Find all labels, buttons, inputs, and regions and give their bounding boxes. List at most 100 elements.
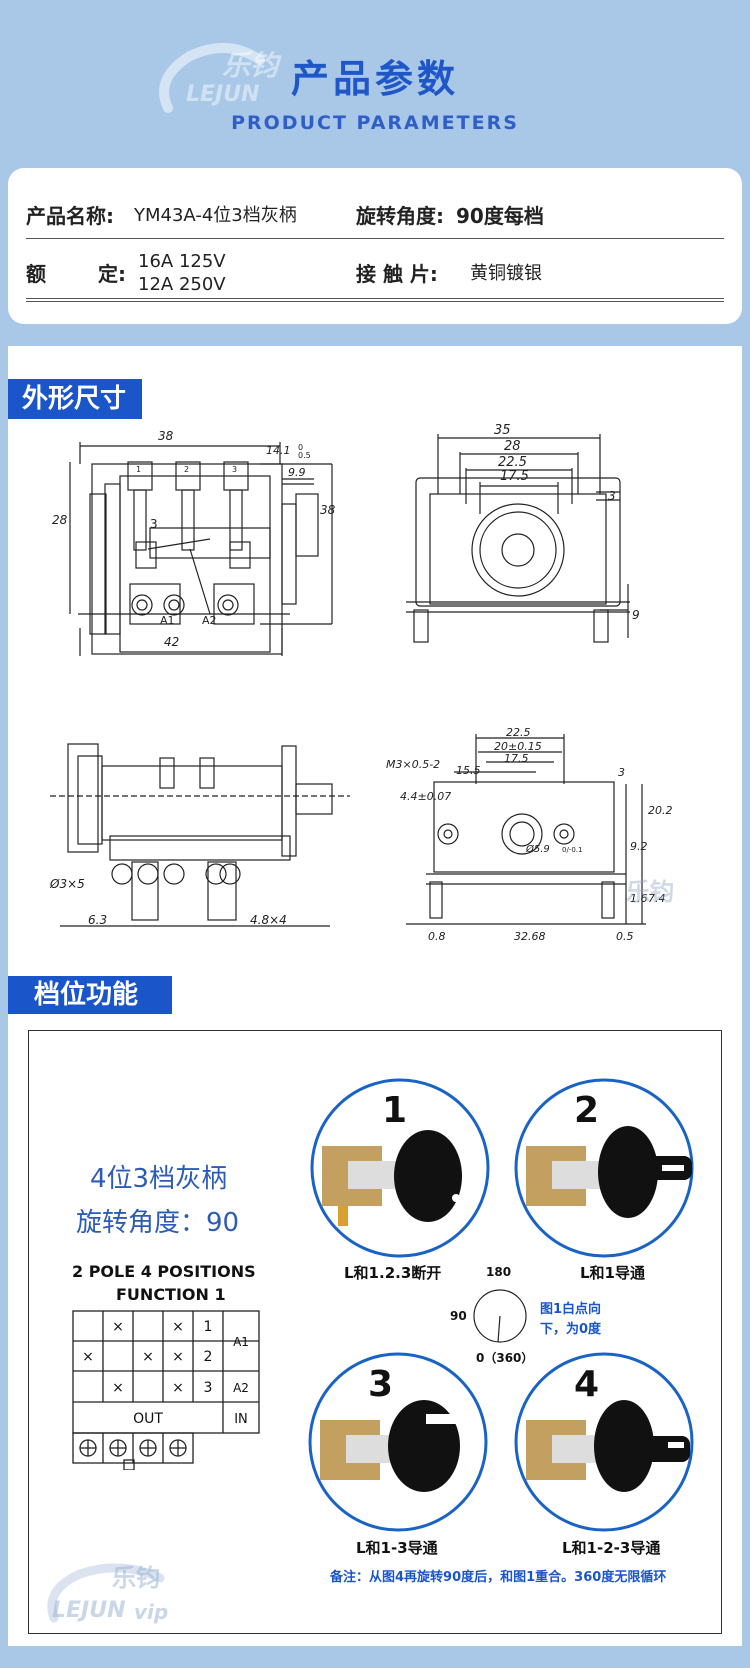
- side-label-a1: A1: [233, 1335, 249, 1349]
- x-mark: ×: [172, 1319, 184, 1335]
- x-mark: ×: [172, 1380, 184, 1396]
- divider: [26, 238, 724, 239]
- watermark-logo: [40, 1560, 180, 1630]
- position-image-1: 1: [310, 1078, 490, 1258]
- rating-value-2: 12A 250V: [138, 274, 226, 295]
- rating-value-1: 16A 125V: [138, 251, 226, 272]
- row-label: 1: [204, 1319, 213, 1335]
- watermark-en: LEJUN: [52, 1598, 126, 1623]
- dim-h3: 3: [608, 489, 616, 503]
- name-value: YM43A-4位3档灰柄: [134, 205, 297, 226]
- dim-bottom: 42: [164, 635, 179, 649]
- dim-b08: 0.8: [428, 930, 446, 943]
- footnote: 备注：从图4再旋转90度后，和图1重合。360度无限循环: [330, 1570, 667, 1585]
- watermark-en: LEJUN: [186, 82, 260, 107]
- section-header-function: 档位功能: [8, 976, 172, 1014]
- drawing-front-view: 38 28 38 A1 A2 42 14.1 0 0.5 9.9 3 1 2 3: [52, 429, 336, 656]
- dim-r16: 1.6: [630, 892, 648, 905]
- contact-value: 黄铜镀银: [470, 263, 542, 284]
- dim-p63: 6.3: [88, 913, 107, 927]
- dim-hole: Ø3×5: [50, 877, 85, 891]
- function-type: 4位3档灰柄: [90, 1164, 228, 1194]
- dim-w225: 22.5: [498, 455, 527, 470]
- position-number: 3: [368, 1364, 393, 1405]
- watermark-cn: 乐钧: [112, 1564, 160, 1592]
- position-number: 2: [574, 1090, 599, 1131]
- dial-bottom: 0（360）: [476, 1350, 533, 1365]
- drawing-rear-view: 35 28 22.5 17.5 3 9: [406, 424, 640, 643]
- contact-label: 接 触 片:: [356, 262, 438, 286]
- x-mark: ×: [142, 1349, 154, 1365]
- dim-b3268: 32.68: [514, 930, 546, 943]
- position-number: 1: [382, 1090, 407, 1131]
- drawing-side-view: Ø3×5 6.3 4.8×4: [50, 743, 350, 927]
- terminal-1: 1: [136, 465, 141, 474]
- dial-note-2: 下，为0度: [540, 1322, 602, 1337]
- name-label: 产品名称:: [26, 204, 114, 228]
- watermark-logo: [150, 38, 270, 128]
- label-a2: A2: [202, 614, 217, 627]
- side-label-a2: A2: [233, 1381, 249, 1395]
- x-mark: ×: [172, 1349, 184, 1365]
- angle-value: 90度每档: [456, 204, 544, 228]
- divider: [26, 298, 724, 299]
- x-mark: ×: [112, 1380, 124, 1396]
- dim-top: 38: [158, 429, 174, 443]
- dim-w28: 28: [504, 439, 521, 454]
- rating-label-2: 定:: [98, 262, 126, 286]
- row-label: 2: [204, 1349, 213, 1365]
- position-caption: L和1.2.3断开: [344, 1264, 442, 1282]
- dial-left: 90: [450, 1309, 467, 1323]
- dim-h9: 9: [632, 608, 640, 622]
- divider: [26, 301, 724, 302]
- watermark-cn: 乐钧: [222, 49, 279, 82]
- dim-w225: 22.5: [506, 726, 531, 739]
- dial-note-1: 图1白点向: [540, 1302, 602, 1317]
- position-caption: L和1-3导通: [356, 1539, 438, 1557]
- angle-label: 旋转角度:: [356, 204, 444, 228]
- position-number: 4: [574, 1364, 599, 1405]
- out-label: OUT: [133, 1411, 163, 1427]
- dim-right: 38: [320, 503, 336, 517]
- dim-w175: 17.5: [500, 469, 529, 484]
- dim-p48: 4.8×4: [250, 913, 287, 927]
- terminal-3: 3: [232, 465, 237, 474]
- drawing-bottom-view: 22.5 20±0.15 17.5 15.5 M3×0.5-2 4.4±0.07…: [386, 726, 673, 943]
- position-image-4: 4: [514, 1352, 694, 1532]
- dim-h44: 4.4±0.07: [400, 790, 451, 803]
- dim-r202: 20.2: [648, 804, 673, 817]
- table-title-1: 2 POLE 4 POSITIONS: [72, 1262, 256, 1281]
- section-header-dimensions: 外形尺寸: [8, 379, 142, 419]
- rotation-dial: 180 90 0（360）: [450, 1265, 533, 1365]
- dim-w175: 17.5: [504, 752, 529, 765]
- watermark-cn: 乐钧: [626, 878, 674, 906]
- dim-m3: M3×0.5-2: [386, 758, 440, 771]
- in-label: IN: [234, 1412, 248, 1427]
- switching-table: × × × × × × × 1 2 3 A1 A2 OUT IN: [72, 1310, 260, 1470]
- x-mark: ×: [112, 1319, 124, 1335]
- dim-d59-tol: 0/-0.1: [562, 846, 582, 854]
- position-image-2: 2: [514, 1078, 694, 1258]
- dim-r3: 3: [618, 766, 625, 779]
- dim-b05: 0.5: [616, 930, 634, 943]
- dim-r92: 9.2: [630, 840, 648, 853]
- dim-r74: 7.4: [648, 892, 666, 905]
- dial-top: 180: [486, 1265, 511, 1279]
- dim-w20: 20±0.15: [494, 740, 542, 753]
- position-caption: L和1-2-3导通: [562, 1539, 661, 1557]
- dim-shaft-1: 14.1: [266, 444, 291, 457]
- label-a1: A1: [160, 614, 175, 627]
- rating-label-1: 额: [26, 262, 46, 286]
- row-label: 3: [204, 1380, 213, 1396]
- label-pin: 3: [150, 517, 158, 531]
- dim-shaft-1-tol-dn: 0.5: [298, 451, 311, 460]
- dim-w155: 15.5: [456, 764, 481, 777]
- page-title: 产品参数: [290, 57, 459, 101]
- position-caption: L和1导通: [580, 1264, 645, 1282]
- position-image-3: 3: [308, 1352, 488, 1532]
- x-mark: ×: [82, 1349, 94, 1365]
- dim-shaft-2: 9.9: [288, 466, 306, 479]
- dim-w35: 35: [494, 424, 511, 438]
- dim-left: 28: [52, 513, 68, 527]
- watermark-vip: vip: [134, 1600, 169, 1624]
